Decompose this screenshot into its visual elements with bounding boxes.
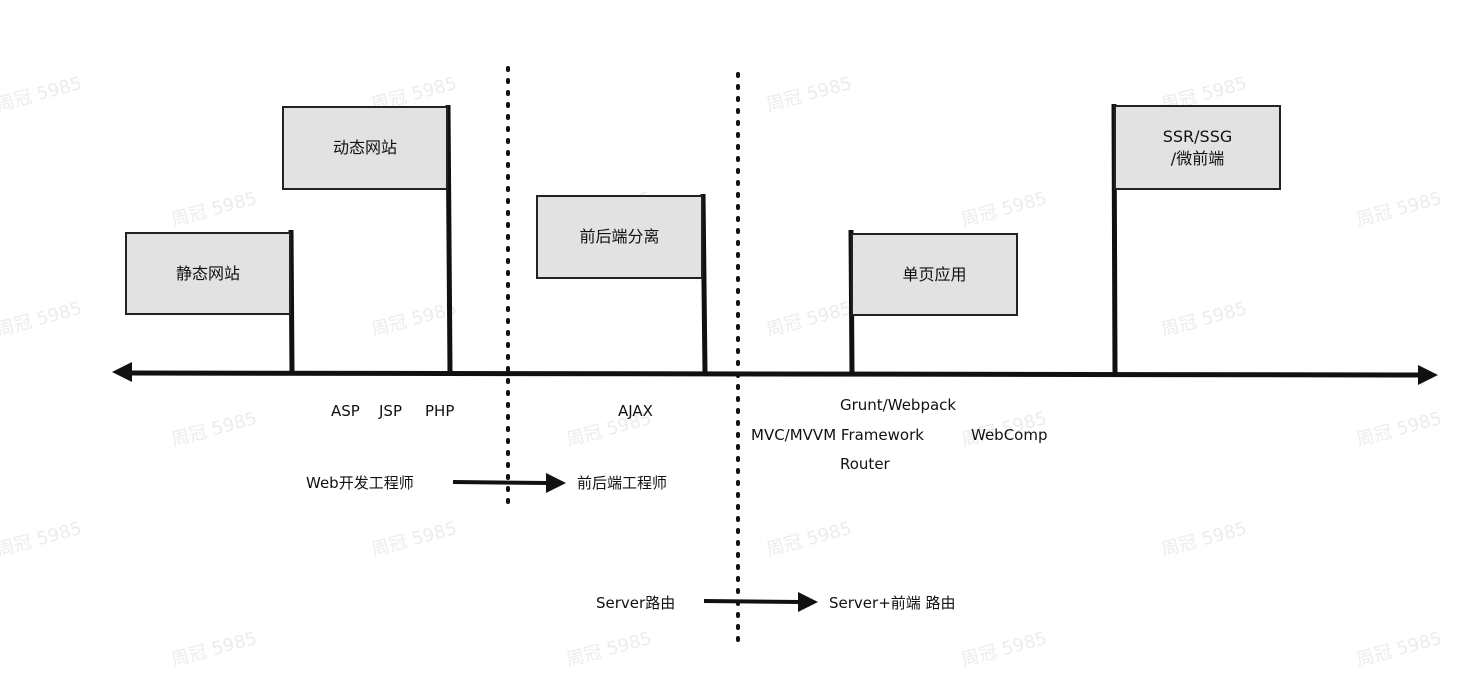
flag-label: 静态网站 <box>175 263 240 283</box>
flag-label: 单页应用 <box>902 264 967 284</box>
flag-label: 前后端分离 <box>579 227 660 246</box>
tech-label-jsp: JSP <box>379 402 402 420</box>
axis-right-arrowhead <box>1418 365 1438 385</box>
flag-static-site: 静态网站 <box>125 232 291 315</box>
routing-arrowhead <box>798 592 818 612</box>
role-label-fe-be-dev: 前后端工程师 <box>577 474 668 492</box>
flag-pole-dynamic-site <box>445 104 453 373</box>
routing-label-server-fe: Server+前端 路由 <box>829 594 956 612</box>
role-arrowhead <box>546 473 566 493</box>
tech-label-webcomp: WebComp <box>971 426 1048 444</box>
tech-label-asp: ASP <box>331 402 360 420</box>
timeline-axis <box>129 370 1421 378</box>
routing-transition-arrow <box>703 599 801 604</box>
axis-left-arrowhead <box>112 362 132 382</box>
routing-label-server: Server路由 <box>596 594 676 612</box>
tech-label-ajax: AJAX <box>618 402 653 420</box>
tech-label-php: PHP <box>425 402 455 420</box>
flag-label: 动态网站 <box>332 138 397 157</box>
flag-spa: 单页应用 <box>851 233 1018 316</box>
flag-dynamic-site: 动态网站 <box>282 106 448 190</box>
role-transition-arrow <box>452 480 549 485</box>
flag-ssr-ssg: SSR/SSG /微前端 <box>1114 105 1281 190</box>
tech-label-grunt-webpack: Grunt/Webpack <box>840 396 957 414</box>
tech-label-mvc-framework: MVC/MVVM Framework <box>751 426 924 444</box>
flag-label-line2: /微前端 <box>1170 148 1225 168</box>
flag-pole-fe-be-separation <box>700 193 708 374</box>
tech-label-router: Router <box>840 455 890 473</box>
flag-pole-static-site <box>288 229 295 373</box>
flag-fe-be-separation: 前后端分离 <box>536 195 703 279</box>
flag-label-line1: SSR/SSG <box>1162 126 1233 146</box>
role-label-web-dev: Web开发工程师 <box>306 474 414 492</box>
